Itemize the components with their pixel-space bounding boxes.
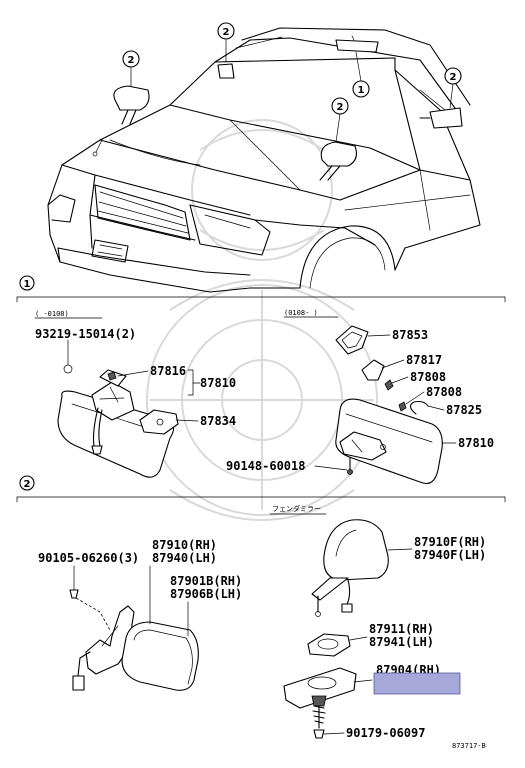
car-callout-leaders bbox=[130, 39, 454, 143]
highlight-box bbox=[373, 672, 461, 695]
section-1-marker: 1 bbox=[19, 275, 35, 291]
fender-mirror-body-icon bbox=[69, 589, 199, 691]
callout-marker: 2 bbox=[217, 22, 235, 40]
part-label-87810-left: 87810 bbox=[200, 376, 236, 390]
part-label-87853: 87853 bbox=[392, 328, 428, 342]
part-label-93219: 93219-15014(2) bbox=[35, 327, 136, 341]
part-label-90148: 90148-60018 bbox=[226, 459, 305, 473]
part-label-87810-right: 87810 bbox=[458, 436, 494, 450]
section-2-marker: 2 bbox=[19, 475, 35, 491]
part-label-87911: 87911(RH) bbox=[369, 622, 434, 636]
part-label-87817: 87817 bbox=[406, 353, 442, 367]
part-label-87816: 87816 bbox=[150, 364, 186, 378]
part-label-87825: 87825 bbox=[446, 403, 482, 417]
section-1: 1 ( -0108) (0108- ) 93219-15014(2) 8781 bbox=[16, 275, 506, 485]
callout-marker: 2 bbox=[331, 97, 349, 115]
callout-marker: 2 bbox=[122, 50, 140, 68]
callout-marker-label: 2 bbox=[337, 102, 344, 113]
svg-text:1: 1 bbox=[24, 279, 31, 290]
part-label-87940f: 87940F(LH) bbox=[414, 548, 486, 562]
part-label-87808-top: 87808 bbox=[410, 370, 446, 384]
part-label-90105: 90105-06260(3) bbox=[38, 551, 139, 565]
figure-id: 873717-B bbox=[452, 742, 486, 750]
callout-marker: 2 bbox=[444, 67, 462, 85]
part-label-87910: 87910(RH) bbox=[152, 538, 217, 552]
fender-mirror-left-icon bbox=[113, 85, 150, 125]
car-overview-drawing bbox=[47, 27, 481, 293]
inner-mirror-old-icon bbox=[57, 339, 179, 478]
part-label-87834: 87834 bbox=[200, 414, 236, 428]
part-label-87941: 87941(LH) bbox=[369, 635, 434, 649]
watermark-emblem bbox=[146, 119, 378, 521]
part-label-87910f: 87910F(RH) bbox=[414, 535, 486, 549]
part-label-87906b: 87906B(LH) bbox=[170, 587, 242, 601]
callout-marker-label: 2 bbox=[223, 27, 230, 38]
fender-mirror-exploded-icon bbox=[283, 519, 389, 739]
right-model-range: (0108- ) bbox=[284, 309, 318, 317]
callout-marker-label: 2 bbox=[128, 55, 135, 66]
svg-text:2: 2 bbox=[24, 479, 31, 490]
part-label-87808-bottom: 87808 bbox=[426, 385, 462, 399]
callout-marker-label: 1 bbox=[358, 85, 365, 96]
fender-mirror-right-icon bbox=[319, 141, 357, 181]
part-label-87940: 87940(LH) bbox=[152, 551, 217, 565]
inner-mirror-new-icon bbox=[335, 325, 443, 485]
section-2: 2 フェンダミラー 90105-06260(3) 87910(RH) 87940… bbox=[16, 475, 506, 750]
callout-marker-label: 2 bbox=[450, 72, 457, 83]
left-model-range: ( -0108) bbox=[35, 310, 69, 318]
callout-marker: 1 bbox=[352, 80, 370, 98]
part-label-90179: 90179-06097 bbox=[346, 726, 425, 740]
fender-mirror-note: フェンダミラー bbox=[272, 504, 321, 513]
part-label-87901b: 87901B(RH) bbox=[170, 574, 242, 588]
